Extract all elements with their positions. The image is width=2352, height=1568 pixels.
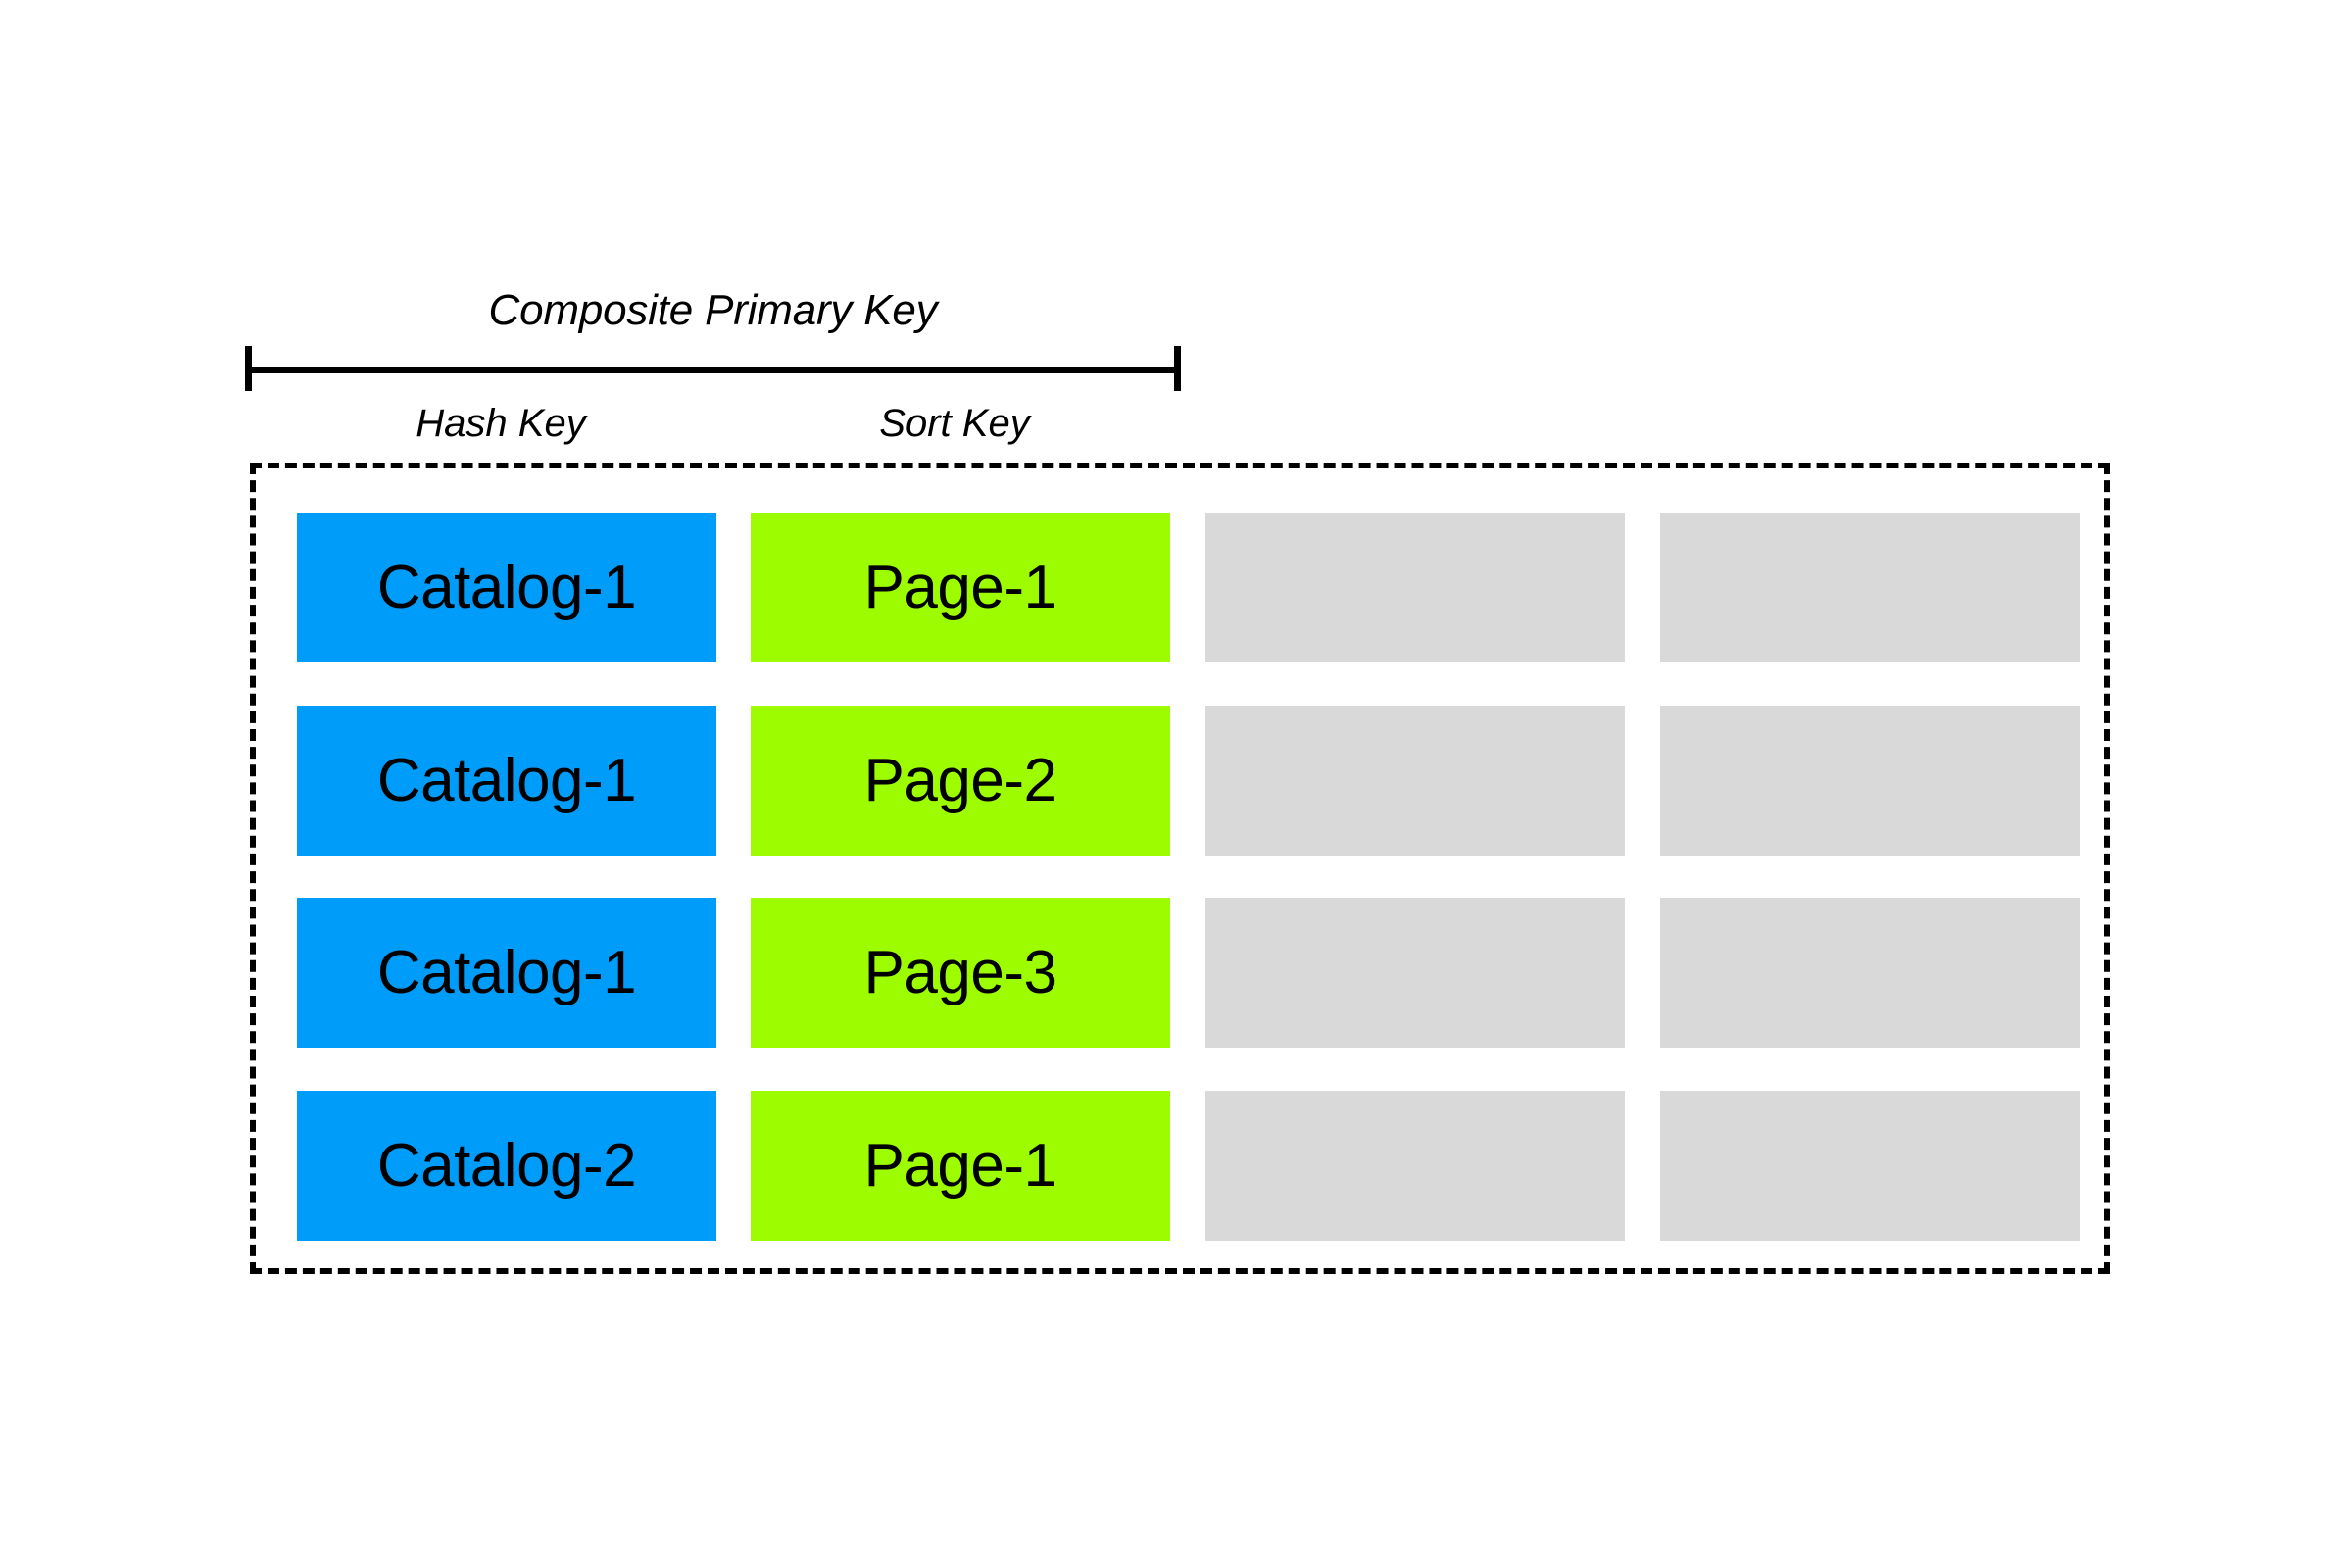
cell-sort-key[interactable]: Page-1 <box>751 1091 1170 1241</box>
cell-label: Catalog-1 <box>376 938 637 1006</box>
bracket-horizontal-line <box>245 367 1181 373</box>
cell-attribute-2[interactable] <box>1660 1091 2080 1241</box>
cell-label: Page-3 <box>863 938 1057 1006</box>
cell-attribute-2[interactable] <box>1660 898 2080 1048</box>
bracket-right-tick <box>1174 346 1181 391</box>
table-grid: Catalog-1 Page-1 Catalog-1 Page-2 <box>297 513 2080 1241</box>
table-row: Catalog-2 Page-1 <box>297 1091 2080 1241</box>
cell-sort-key[interactable]: Page-2 <box>751 706 1170 856</box>
composite-primary-key-label: Composite Primary Key <box>488 286 938 334</box>
sort-key-label: Sort Key <box>879 402 1030 445</box>
cell-attribute-1[interactable] <box>1205 898 1625 1048</box>
cell-sort-key[interactable]: Page-1 <box>751 513 1170 662</box>
cell-attribute-2[interactable] <box>1660 513 2080 662</box>
cell-sort-key[interactable]: Page-3 <box>751 898 1170 1048</box>
cell-label: Page-2 <box>863 746 1057 814</box>
table-row: Catalog-1 Page-1 <box>297 513 2080 662</box>
cell-label: Catalog-1 <box>376 746 637 814</box>
table-boundary: Catalog-1 Page-1 Catalog-1 Page-2 <box>250 463 2110 1274</box>
cell-label: Page-1 <box>863 1131 1057 1200</box>
cell-attribute-1[interactable] <box>1205 1091 1625 1241</box>
cell-label: Catalog-1 <box>376 553 637 621</box>
cell-label: Page-1 <box>863 553 1057 621</box>
cell-hash-key[interactable]: Catalog-2 <box>297 1091 716 1241</box>
cell-attribute-1[interactable] <box>1205 706 1625 856</box>
hash-key-label: Hash Key <box>416 402 586 445</box>
bracket-left-tick <box>245 346 252 391</box>
cell-attribute-1[interactable] <box>1205 513 1625 662</box>
cell-hash-key[interactable]: Catalog-1 <box>297 706 716 856</box>
cell-hash-key[interactable]: Catalog-1 <box>297 513 716 662</box>
cell-attribute-2[interactable] <box>1660 706 2080 856</box>
cell-hash-key[interactable]: Catalog-1 <box>297 898 716 1048</box>
table-row: Catalog-1 Page-3 <box>297 898 2080 1048</box>
cell-label: Catalog-2 <box>376 1131 637 1200</box>
table-row: Catalog-1 Page-2 <box>297 706 2080 856</box>
